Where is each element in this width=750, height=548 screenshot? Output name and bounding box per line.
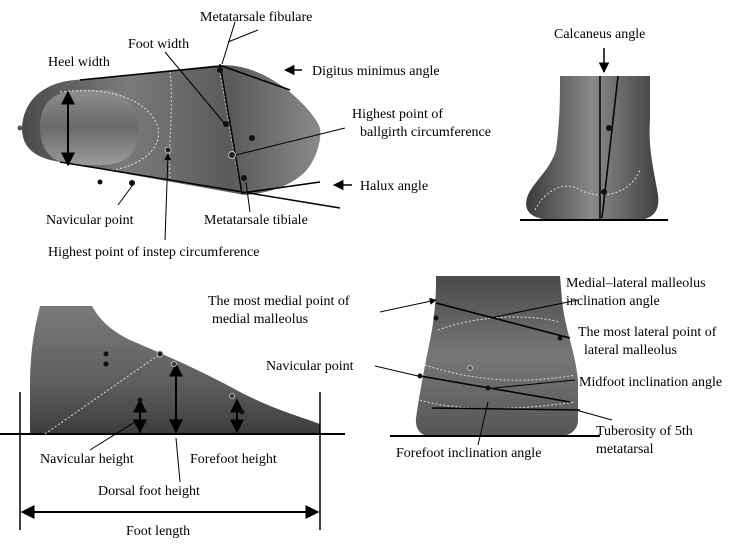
- leader-metatarsale-tibiale: [245, 181, 251, 213]
- side-point: [229, 393, 235, 399]
- side-view-foot: [0, 306, 345, 530]
- leader-forefoot-angle: [477, 401, 489, 446]
- label-metatarsale-tibiale: Metatarsale tibiale: [204, 213, 308, 228]
- label-forefoot-height: Forefoot height: [190, 452, 277, 467]
- label-medial-lateral-2: inclination angle: [566, 294, 660, 309]
- front-point: [467, 365, 473, 371]
- label-tuberosity-2: metatarsal: [596, 442, 654, 457]
- label-most-lateral-2: lateral malleolus: [584, 343, 677, 358]
- label-digitus-minimus-angle: Digitus minimus angle: [312, 64, 440, 79]
- label-midfoot-angle: Midfoot inclination angle: [579, 375, 722, 390]
- labels: Metatarsale fibulare Foot width Heel wid…: [40, 10, 722, 539]
- back-contour: [534, 169, 641, 211]
- back-leg-shape: [526, 76, 659, 220]
- front-point: [417, 373, 423, 379]
- label-calcaneus-angle: Calcaneus angle: [554, 27, 645, 42]
- label-foot-width: Foot width: [128, 37, 189, 52]
- label-metatarsale-fibulare: Metatarsale fibulare: [200, 10, 312, 25]
- label-tuberosity-1: Tuberosity of 5th: [596, 424, 693, 439]
- foot-width-line: [219, 63, 243, 195]
- forefoot-line: [431, 407, 581, 411]
- front-contour: [424, 364, 576, 381]
- leader-navicular-front: [374, 365, 419, 377]
- heel-inner-shape: [40, 90, 138, 165]
- lateral-tangent-line: [79, 65, 223, 81]
- back-point: [601, 189, 607, 195]
- leader-midfoot: [493, 379, 576, 389]
- back-view-foot: [520, 48, 668, 221]
- side-point: [137, 397, 143, 403]
- label-halux-angle: Halux angle: [360, 179, 428, 194]
- front-point: [485, 385, 491, 391]
- label-navicular-point-top: Navicular point: [46, 213, 134, 228]
- side-point: [156, 350, 164, 358]
- leader-foot-width: [164, 51, 226, 125]
- label-medial-lateral-1: Medial–lateral malleolus: [566, 276, 706, 291]
- heel-contour: [59, 90, 159, 173]
- label-forefoot-angle: Forefoot inclination angle: [396, 446, 541, 461]
- malleolus-line: [435, 302, 571, 339]
- point-marker: [97, 179, 103, 185]
- leader-line: [227, 29, 259, 43]
- side-point: [171, 361, 177, 367]
- front-contour: [437, 316, 561, 331]
- midfoot-line: [419, 375, 571, 403]
- label-navicular-point-front: Navicular point: [266, 359, 354, 374]
- leader-metatarsale-fibulare: [221, 21, 236, 65]
- label-most-medial-1: The most medial point of: [208, 294, 350, 309]
- halux-line: [241, 181, 321, 194]
- navicular-point-marker: [129, 180, 135, 186]
- side-point: [103, 351, 109, 357]
- leader-instep: [164, 153, 172, 241]
- leader-tuberosity: [575, 409, 613, 421]
- point-marker: [17, 125, 23, 131]
- side-point: [103, 361, 109, 367]
- metatarsale-tibiale-point: [241, 175, 247, 181]
- ballgirth-contour: [217, 63, 243, 193]
- foot-width-point: [223, 121, 229, 127]
- leader-medial-malleolus: [379, 297, 437, 313]
- label-highest-ballgirth-2: ballgirth circumference: [360, 125, 491, 140]
- label-highest-instep: Highest point of instep circumference: [48, 245, 259, 260]
- front-point: [557, 335, 563, 341]
- side-point: [239, 409, 245, 415]
- label-highest-ballgirth-1: Highest point of: [352, 107, 443, 122]
- instep-point: [164, 146, 172, 154]
- top-view-foot: [17, 21, 352, 241]
- dorsal-contour: [44, 353, 161, 435]
- leader-dorsal-height: [175, 437, 181, 483]
- front-view-foot: [374, 276, 613, 446]
- front-point: [433, 315, 439, 321]
- label-most-medial-2: medial malleolus: [212, 312, 308, 327]
- label-dorsal-height: Dorsal foot height: [98, 484, 200, 499]
- label-most-lateral-1: The most lateral point of: [578, 325, 717, 340]
- leader-navicular: [117, 185, 133, 206]
- leader-navicular-height: [89, 419, 139, 451]
- leader-malleolus-angle: [489, 299, 579, 319]
- back-point: [606, 125, 612, 131]
- ballgirth-point: [228, 151, 236, 159]
- digitus-minimus-line: [221, 65, 291, 91]
- front-leg-shape: [415, 276, 578, 436]
- label-navicular-height: Navicular height: [40, 452, 134, 467]
- label-foot-length: Foot length: [126, 524, 190, 539]
- metatarsale-fibulare-point: [217, 67, 223, 73]
- leader-ballgirth: [235, 127, 346, 156]
- medial-tangent-line: [59, 161, 341, 209]
- label-heel-width: Heel width: [48, 55, 110, 70]
- point-marker: [249, 135, 255, 141]
